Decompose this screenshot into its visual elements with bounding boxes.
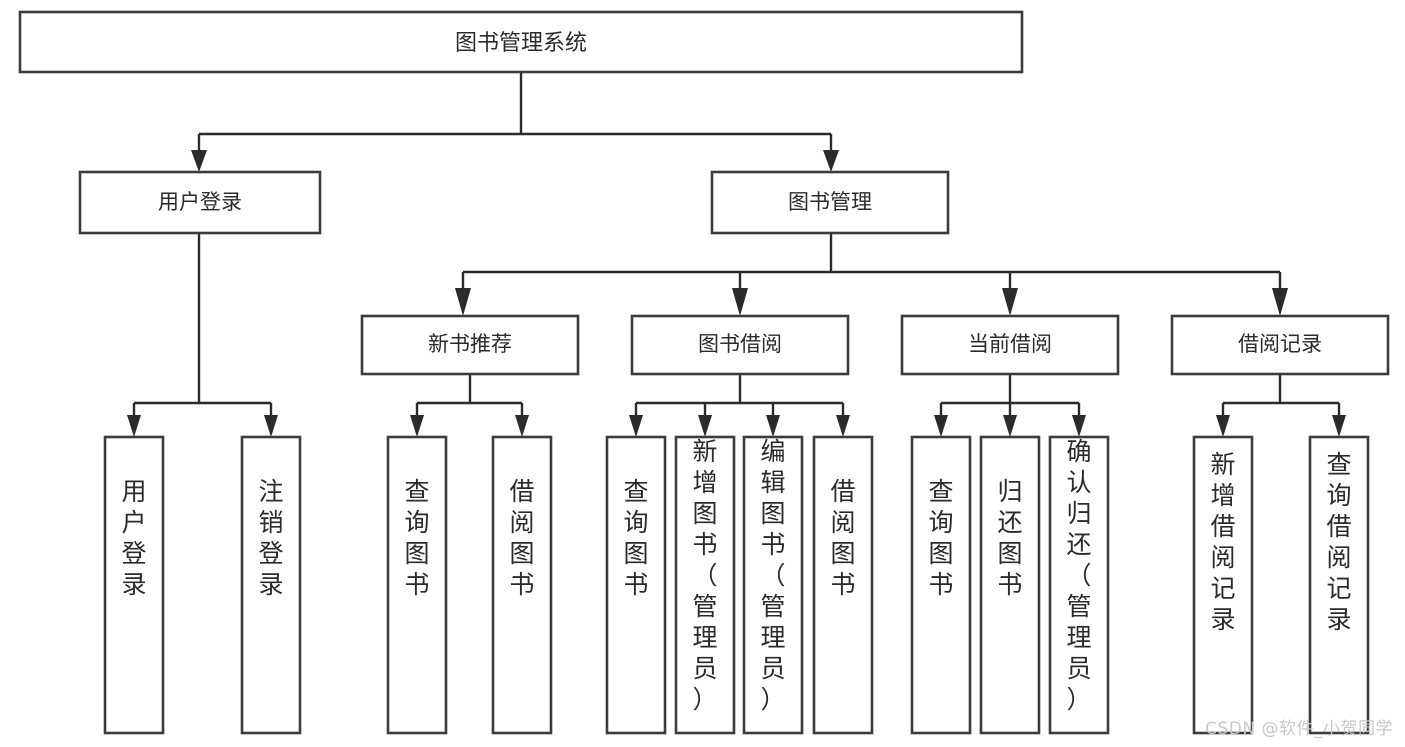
node-label-leaf-return-book: 归还图书 (997, 477, 1022, 599)
node-label-leaf-query-book-1: 查询图书 (404, 477, 429, 599)
arrow-current-borrow-leaf-2 (1003, 415, 1017, 437)
node-current-borrow[interactable]: 当前借阅 (900, 314, 1120, 376)
arrow-book-borrow-leaf-1 (629, 415, 643, 437)
node-leaf-edit-book[interactable]: 编辑图书（管理员） (742, 435, 804, 735)
node-label-user-login: 用户登录 (158, 190, 242, 214)
node-book-management[interactable]: 图书管理 (710, 170, 950, 235)
node-borrow-record[interactable]: 借阅记录 (1170, 314, 1390, 376)
csdn-watermark: CSDN @软件_小贺同学 (1205, 719, 1393, 739)
node-new-book-recommend[interactable]: 新书推荐 (360, 314, 580, 376)
node-box-leaf-borrow-book-1[interactable] (491, 435, 553, 735)
node-box-book-management[interactable] (710, 170, 950, 235)
node-label-leaf-edit-book: 编辑图书（管理员） (760, 437, 785, 714)
node-box-leaf-return-book[interactable] (979, 435, 1041, 735)
node-leaf-query-book-2[interactable]: 查询图书 (605, 435, 667, 735)
arrow-root-to-user-login (191, 150, 207, 172)
node-box-new-book-recommend[interactable] (360, 314, 580, 376)
node-box-leaf-query-record[interactable] (1308, 435, 1370, 735)
node-box-leaf-confirm-return[interactable] (1048, 435, 1110, 735)
node-leaf-borrow-book-1[interactable]: 借阅图书 (491, 435, 553, 735)
node-box-leaf-query-book-2[interactable] (605, 435, 667, 735)
arrow-book-borrow-leaf-2 (698, 415, 712, 437)
node-box-leaf-query-book-1[interactable] (386, 435, 448, 735)
node-leaf-add-book[interactable]: 新增图书（管理员） (674, 435, 736, 735)
arrow-new-book-leaf-2 (515, 415, 529, 437)
node-box-leaf-borrow-book-2[interactable] (812, 435, 874, 735)
arrow-book-mgmt-to-record (1272, 288, 1288, 316)
node-box-borrow-record[interactable] (1170, 314, 1390, 376)
node-box-leaf-edit-book[interactable] (742, 435, 804, 735)
arrow-book-mgmt-to-new-book (455, 288, 471, 316)
arrow-borrow-record-leaf-1 (1216, 415, 1230, 437)
node-box-leaf-add-book[interactable] (674, 435, 736, 735)
arrow-root-to-book-mgmt (823, 150, 839, 172)
node-label-current-borrow: 当前借阅 (968, 332, 1052, 356)
node-leaf-confirm-return[interactable]: 确认归还（管理员） (1048, 435, 1110, 735)
node-label-leaf-query-record: 查询借阅记录 (1326, 450, 1351, 634)
node-label-leaf-borrow-book-1: 借阅图书 (509, 477, 534, 599)
node-label-leaf-add-book: 新增图书（管理员） (692, 437, 717, 714)
arrow-book-mgmt-to-borrow (732, 288, 748, 316)
node-box-book-borrow[interactable] (630, 314, 850, 376)
arrow-book-mgmt-to-current (1002, 288, 1018, 316)
arrow-book-borrow-leaf-4 (836, 415, 850, 437)
node-box-leaf-user-login[interactable] (103, 435, 165, 735)
node-leaf-borrow-book-2[interactable]: 借阅图书 (812, 435, 874, 735)
arrow-current-borrow-leaf-3 (1072, 415, 1086, 437)
node-box-root-system[interactable] (18, 10, 1024, 74)
node-leaf-query-record[interactable]: 查询借阅记录 (1308, 435, 1370, 735)
arrow-book-borrow-leaf-3 (766, 415, 780, 437)
arrow-borrow-record-leaf-2 (1332, 415, 1346, 437)
leaf-nodes-group: 用户登录 注销登录 查询图书 借阅图书 查询图书 新增图书（管理员） (103, 435, 1370, 735)
node-root-system[interactable]: 图书管理系统 (18, 10, 1024, 74)
node-label-borrow-record: 借阅记录 (1238, 332, 1322, 356)
node-box-current-borrow[interactable] (900, 314, 1120, 376)
node-box-user-login[interactable] (78, 170, 322, 235)
node-label-book-borrow: 图书借阅 (698, 332, 782, 356)
node-user-login[interactable]: 用户登录 (78, 170, 322, 235)
node-label-root-system: 图书管理系统 (455, 31, 587, 56)
node-label-leaf-logout-login: 注销登录 (258, 477, 283, 599)
node-leaf-add-record[interactable]: 新增借阅记录 (1192, 435, 1254, 735)
node-box-leaf-query-book-3[interactable] (910, 435, 972, 735)
node-box-leaf-add-record[interactable] (1192, 435, 1254, 735)
arrow-user-login-leaf-1 (127, 415, 141, 437)
node-label-leaf-add-record: 新增借阅记录 (1210, 450, 1235, 634)
node-label-leaf-query-book-3: 查询图书 (928, 477, 953, 599)
arrow-user-login-leaf-2 (264, 415, 278, 437)
arrow-current-borrow-leaf-1 (934, 415, 948, 437)
node-label-leaf-query-book-2: 查询图书 (623, 477, 648, 599)
node-book-borrow[interactable]: 图书借阅 (630, 314, 850, 376)
node-label-leaf-borrow-book-2: 借阅图书 (830, 477, 855, 599)
node-leaf-query-book-1[interactable]: 查询图书 (386, 435, 448, 735)
node-label-leaf-confirm-return: 确认归还（管理员） (1066, 437, 1091, 714)
node-label-leaf-user-login: 用户登录 (121, 477, 146, 599)
node-box-leaf-logout-login[interactable] (240, 435, 302, 735)
node-leaf-user-login[interactable]: 用户登录 (103, 435, 165, 735)
node-leaf-query-book-3[interactable]: 查询图书 (910, 435, 972, 735)
node-leaf-logout-login[interactable]: 注销登录 (240, 435, 302, 735)
connector-group (127, 72, 1346, 437)
node-label-book-management: 图书管理 (788, 190, 872, 214)
arrow-new-book-leaf-1 (410, 415, 424, 437)
node-label-new-book-recommend: 新书推荐 (428, 332, 512, 356)
node-leaf-return-book[interactable]: 归还图书 (979, 435, 1041, 735)
